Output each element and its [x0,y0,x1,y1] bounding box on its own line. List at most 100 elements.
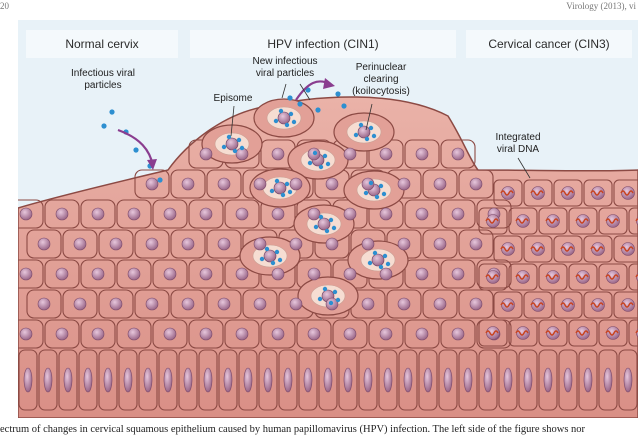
squamous-nucleus [271,207,285,221]
squamous-cell [440,199,476,229]
squamous-cell [260,319,296,349]
squamous-cell [62,289,98,319]
squamous-nucleus [19,267,33,281]
infectious-viral-particle [101,123,107,129]
basal-cell [338,349,358,411]
episome-particle [288,111,294,117]
koilocyte-nucleus [357,125,371,139]
squamous-nucleus [451,327,465,341]
dysplastic-cell [493,179,523,207]
basal-nucleus [263,367,273,393]
squamous-nucleus [379,267,393,281]
squamous-cell [458,289,494,319]
episome-particle [277,257,283,263]
squamous-nucleus [451,207,465,221]
episome-particle [317,296,323,302]
episome-particle [270,260,276,266]
squamous-nucleus [253,237,267,251]
squamous-cell [458,229,494,259]
squamous-cell [206,229,242,259]
squamous-nucleus [163,267,177,281]
episome-particle [381,191,387,197]
episome-particle [368,125,374,131]
squamous-nucleus [217,297,231,311]
viral-dna-mark [590,246,604,252]
label-perinuclear-clearing: Perinuclear clearing (koilocytosis) [352,62,410,97]
viral-dna-mark [605,274,619,280]
koilocyte-nucleus [277,111,291,125]
squamous-nucleus [415,207,429,221]
infectious-viral-particle [157,177,163,183]
basal-nucleus [243,367,253,393]
squamous-nucleus [217,237,231,251]
squamous-nucleus [199,327,213,341]
viral-dna-mark [605,218,619,224]
label-episome: Episome [213,93,253,104]
viral-dna-mark [500,246,514,252]
basal-cell [178,349,198,411]
squamous-nucleus [415,147,429,161]
viral-dna-mark [515,274,529,280]
dysplastic-cell [628,207,638,235]
basal-cell [118,349,138,411]
episome-particle [331,225,337,231]
squamous-cell [152,199,188,229]
viral-dna-mark [560,302,574,308]
episome-particle [364,136,370,142]
episome-particle [378,264,384,270]
episome-particle [274,249,280,255]
episome-particle [385,261,391,267]
dysplastic-cell [628,319,638,347]
basal-cell [318,349,338,411]
page-header: 20 Virology (2013), vi [0,0,640,16]
squamous-nucleus [451,147,465,161]
dysplastic-cell [553,291,583,319]
squamous-nucleus [415,327,429,341]
viral-dna-mark [485,274,499,280]
squamous-nucleus [271,147,285,161]
squamous-nucleus [19,327,33,341]
dysplastic-cell [553,179,583,207]
squamous-nucleus [235,267,249,281]
squamous-nucleus [163,327,177,341]
squamous-nucleus [181,177,195,191]
squamous-nucleus [433,237,447,251]
squamous-nucleus [127,327,141,341]
basal-cell [558,349,578,411]
squamous-nucleus [379,327,393,341]
dysplastic-cell [613,179,638,207]
hpv-epithelium-figure: Normal cervix HPV infection (CIN1) Cervi… [18,20,638,418]
basal-cell [238,349,258,411]
episome-particle [307,160,313,166]
koilocyte-nucleus [273,181,287,195]
dysplastic-cell [598,263,628,291]
basal-cell [418,349,438,411]
episome-particle [358,122,364,128]
basal-nucleus [103,367,113,393]
basal-nucleus [383,367,393,393]
new-viral-particle [315,107,321,113]
dysplastic-cell [508,319,538,347]
dysplastic-cell [493,235,523,263]
squamous-cell [206,289,242,319]
viral-dna-mark [590,302,604,308]
basal-nucleus [543,367,553,393]
squamous-cell [98,289,134,319]
dysplastic-cell [478,319,508,347]
episome-particle [264,246,270,252]
squamous-nucleus [145,297,159,311]
squamous-nucleus [199,147,213,161]
episome-particle [371,133,377,139]
squamous-nucleus [451,267,465,281]
squamous-nucleus [397,297,411,311]
viral-dna-mark [575,218,589,224]
new-viral-particle [287,95,293,101]
viral-dna-mark [530,246,544,252]
episome-particle [284,122,290,128]
page-header-left: 20 [0,1,9,11]
squamous-cell [80,199,116,229]
dysplastic-cell [538,319,568,347]
squamous-nucleus [361,237,375,251]
squamous-nucleus [289,237,303,251]
squamous-nucleus [145,177,159,191]
